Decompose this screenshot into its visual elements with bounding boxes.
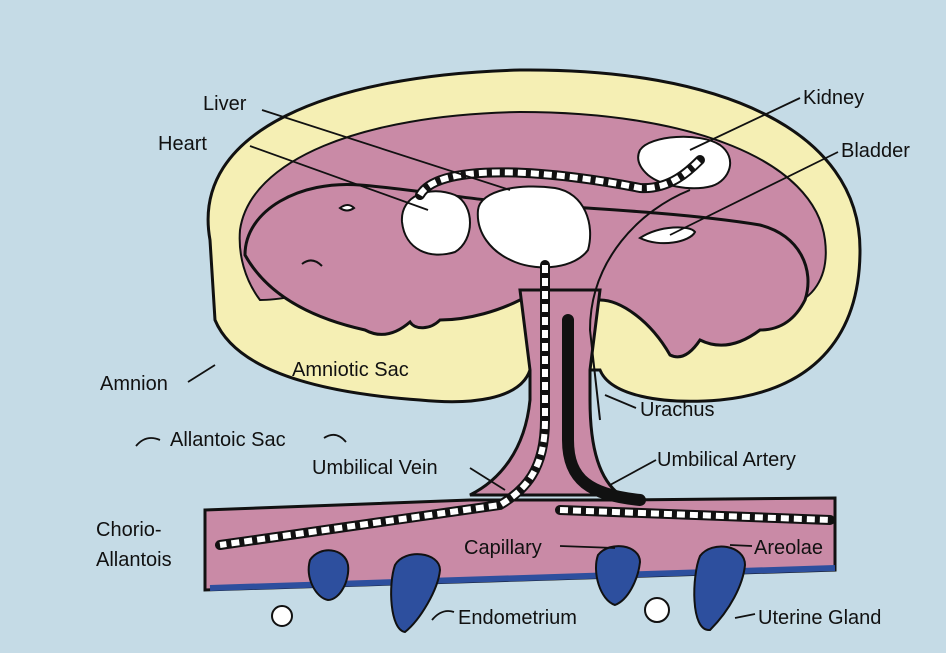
fetus-eye — [340, 205, 354, 211]
heart-organ — [402, 191, 470, 254]
label-allantoic-sac: Allantoic Sac — [170, 429, 286, 451]
label-bladder: Bladder — [841, 140, 910, 162]
label-liver: Liver — [203, 93, 247, 115]
label-umbilical-vein: Umbilical Vein — [312, 457, 438, 479]
label-endometrium: Endometrium — [458, 607, 577, 629]
label-urachus: Urachus — [640, 399, 714, 421]
label-umbilical-artery: Umbilical Artery — [657, 449, 796, 471]
gland-section-1 — [272, 606, 292, 626]
areolae-leader — [730, 545, 752, 546]
label-chorio-line1: Chorio- — [96, 519, 162, 541]
label-amniotic-sac: Amniotic Sac — [292, 359, 409, 381]
label-chorio-line2: Allantois — [96, 549, 172, 571]
label-uterine-gland: Uterine Gland — [758, 607, 881, 629]
label-heart: Heart — [158, 133, 207, 155]
label-amnion: Amnion — [100, 373, 168, 395]
label-areolae: Areolae — [754, 537, 823, 559]
label-kidney: Kidney — [803, 87, 864, 109]
gland-section-2 — [645, 598, 669, 622]
label-capillary: Capillary — [464, 537, 542, 559]
